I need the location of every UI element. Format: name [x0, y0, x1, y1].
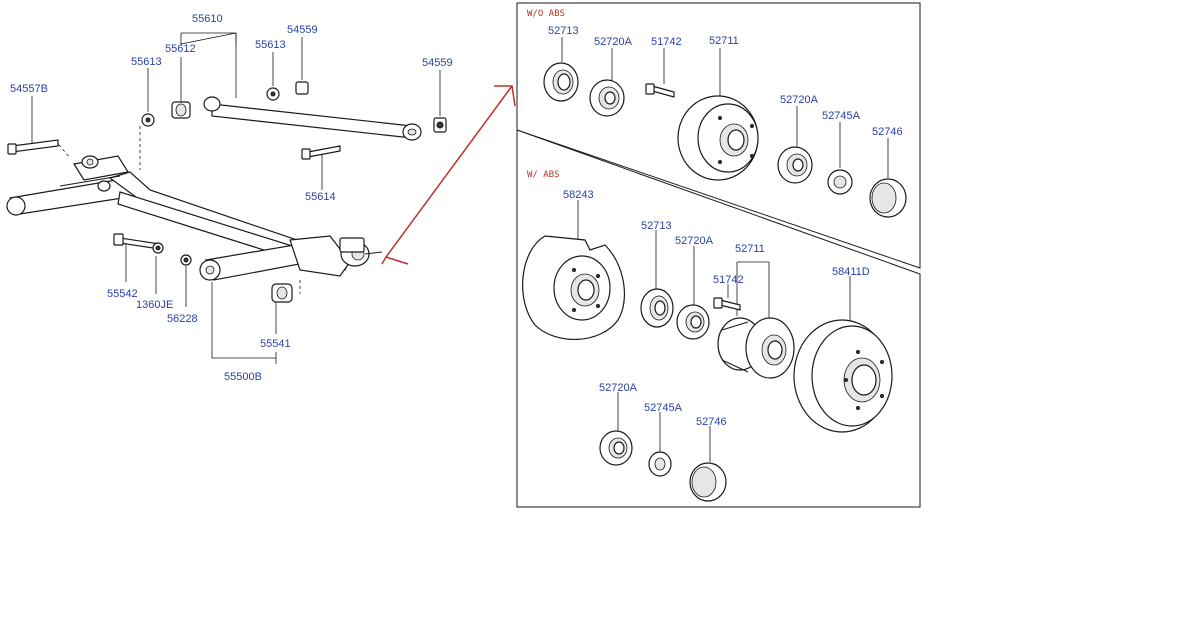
- part-label: 55613: [255, 39, 286, 51]
- brake-drum: [677, 95, 759, 181]
- bearing-outer: [599, 430, 633, 466]
- panel-title: W/O ABS: [527, 9, 565, 19]
- part-label: 55542: [107, 288, 138, 300]
- long-bolt: [7, 139, 59, 155]
- part-label: 56228: [167, 313, 198, 325]
- part-label: 55612: [165, 43, 196, 55]
- red-double-arrow: [381, 85, 516, 265]
- right-trailing-arm: [199, 235, 383, 281]
- part-label: 52713: [641, 220, 672, 232]
- part-label: 55614: [305, 191, 336, 203]
- part-label: 52745A: [822, 110, 861, 122]
- part-label: 55610: [192, 13, 223, 25]
- bottom-leader-lines: [577, 200, 851, 462]
- bearing: [676, 304, 710, 340]
- oil-seal: [543, 62, 579, 102]
- top-leader-lines: [561, 37, 889, 178]
- bearing: [589, 79, 625, 117]
- panel-title: W/ ABS: [527, 170, 560, 180]
- part-label: 1360JE: [136, 299, 173, 311]
- part-label: 52720A: [675, 235, 714, 247]
- part-label: 51742: [651, 36, 682, 48]
- lower-arm-hardware: [113, 233, 293, 303]
- bottom-part-labels: 58243 52713 52720A 52711 51742 58411D 52…: [563, 189, 870, 428]
- part-label: 52746: [696, 416, 727, 428]
- part-label: 51742: [713, 274, 744, 286]
- panel-without-abs: W/O ABS: [516, 2, 921, 269]
- hub-nut: [648, 451, 672, 477]
- part-label: 58411D: [832, 266, 870, 278]
- bolt-55614: [301, 145, 341, 160]
- part-label: 58243: [563, 189, 594, 201]
- hub-cap: [869, 178, 907, 218]
- backing-plate: [522, 235, 625, 341]
- left-part-labels: 55610 55612 55613 55613 54559 54559 5455…: [10, 13, 453, 383]
- hub-bolt: [645, 83, 675, 98]
- panel-with-abs: W/ ABS: [516, 129, 921, 508]
- wheel-hub: [717, 317, 795, 379]
- part-label: 52745A: [644, 402, 683, 414]
- upper-rod-hardware: [141, 81, 447, 133]
- part-label: 52711: [709, 35, 739, 47]
- bearing-outer: [777, 146, 813, 184]
- part-label: 52713: [548, 25, 579, 37]
- brake-disc: [793, 319, 893, 433]
- part-label: 54559: [287, 24, 318, 36]
- oil-seal: [640, 288, 674, 328]
- upper-control-rod: [203, 96, 422, 141]
- part-label: 55541: [260, 338, 291, 350]
- part-label: 55613: [131, 56, 162, 68]
- rear-axle-assembly: 55610 55612 55613 55613 54559 54559 5455…: [6, 13, 453, 383]
- part-label: 52720A: [594, 36, 633, 48]
- part-label: 55500B: [224, 371, 262, 383]
- part-label: 54559: [422, 57, 453, 69]
- part-label: 54557B: [10, 83, 48, 95]
- hub-bolt: [713, 297, 741, 311]
- part-label: 52711: [735, 243, 765, 255]
- part-label: 52720A: [780, 94, 819, 106]
- part-label: 52720A: [599, 382, 638, 394]
- hub-cap: [689, 462, 727, 502]
- hub-nut: [827, 169, 853, 195]
- part-label: 52746: [872, 126, 903, 138]
- top-part-labels: 52713 52720A 51742 52711 52720A 52745A 5…: [548, 25, 903, 138]
